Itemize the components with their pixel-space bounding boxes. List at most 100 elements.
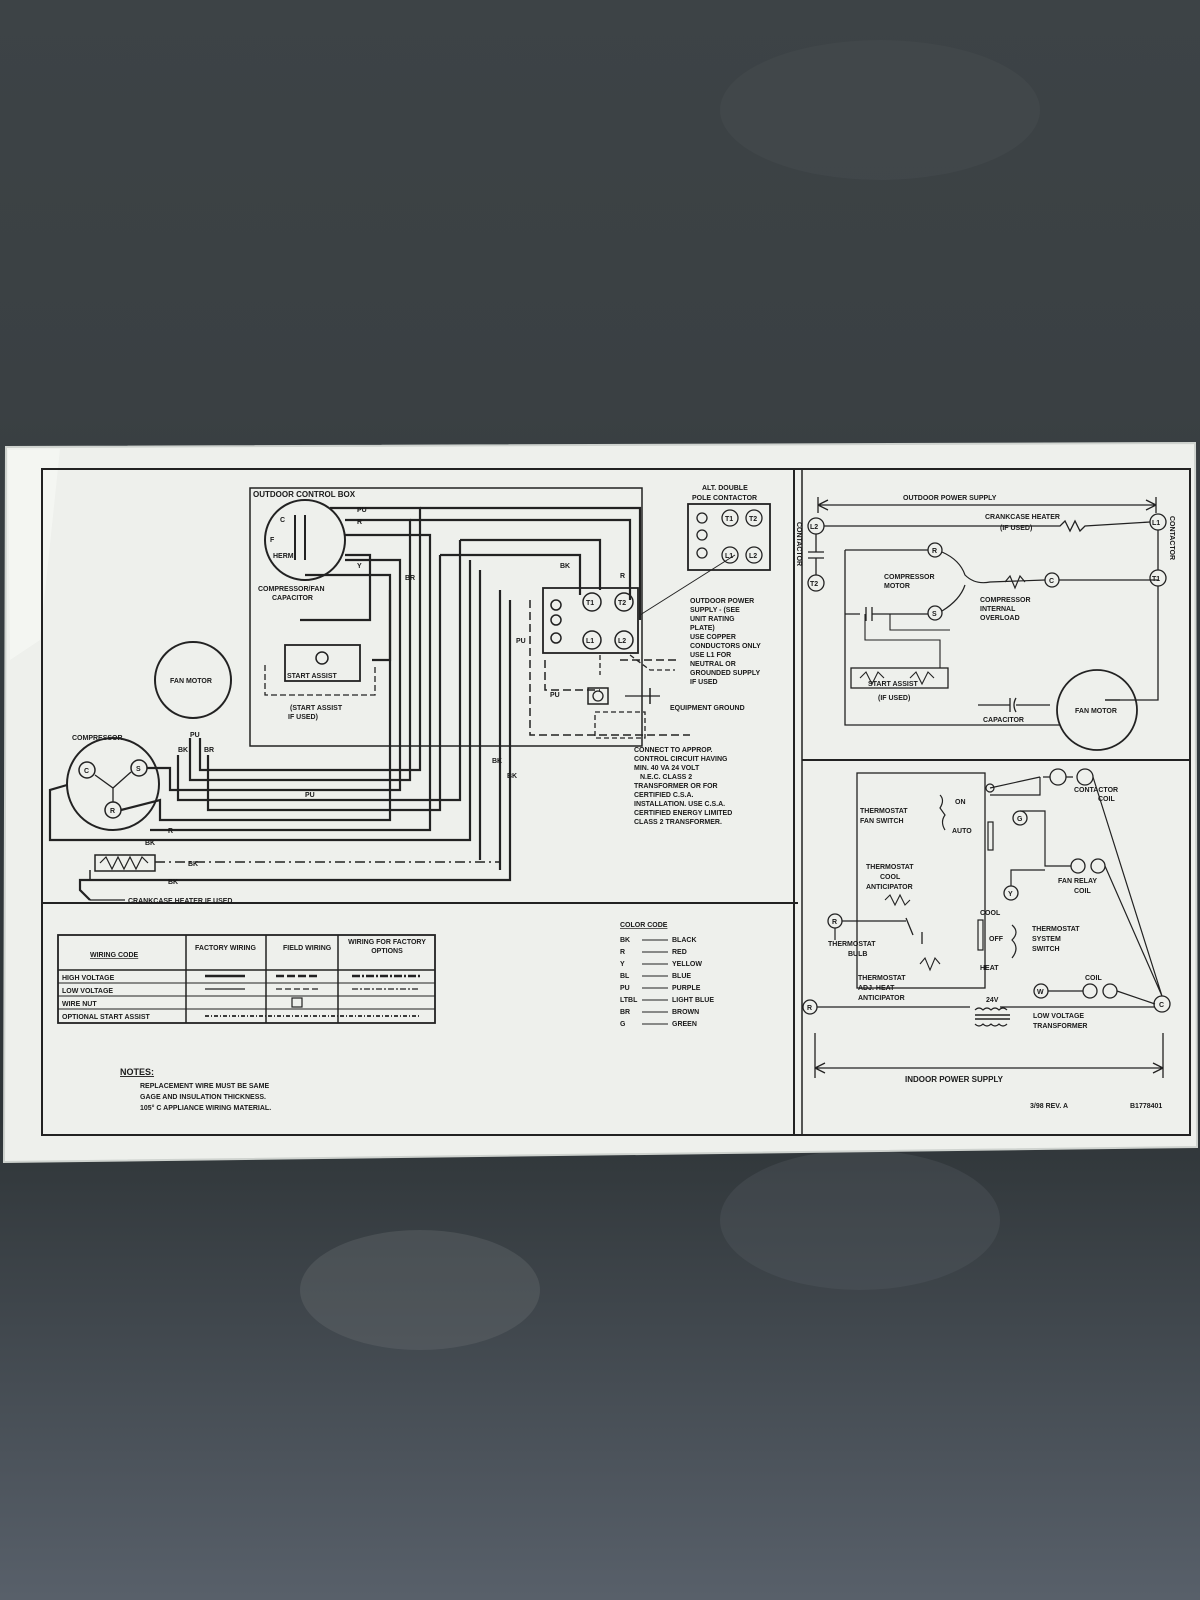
svg-text:ON: ON (955, 799, 966, 806)
contactor-vertical-right: CONTACTOR (1168, 516, 1175, 560)
wiring-code-table: WIRING CODE FACTORY WIRING FIELD WIRING … (57, 934, 436, 1024)
svg-text:BK: BK (178, 747, 188, 754)
svg-text:BK: BK (188, 861, 198, 868)
svg-text:LOW VOLTAGE: LOW VOLTAGE (1033, 1013, 1084, 1020)
svg-text:C: C (1049, 578, 1054, 585)
wire-nut-icon (291, 997, 303, 1008)
svg-text:OUTDOOR POWER: OUTDOOR POWER (690, 598, 754, 605)
svg-text:IF USED): IF USED) (288, 714, 318, 721)
control-circuit-note: CONNECT TO APPROP. CONTROL CIRCUIT HAVIN… (634, 747, 732, 826)
table-header: WIRING FOR FACTORY OPTIONS (348, 939, 426, 955)
table-header: FIELD WIRING (283, 945, 332, 952)
svg-text:POLE CONTACTOR: POLE CONTACTOR (692, 495, 757, 502)
svg-text:HEAT: HEAT (980, 965, 999, 972)
svg-text:BR: BR (204, 747, 214, 754)
svg-text:MOTOR: MOTOR (884, 583, 910, 590)
svg-text:R: R (932, 548, 937, 555)
svg-text:FAN RELAY: FAN RELAY (1058, 878, 1097, 885)
svg-text:COOL: COOL (880, 874, 901, 881)
svg-text:RED: RED (672, 949, 687, 956)
svg-text:PU: PU (305, 792, 315, 799)
svg-text:BK: BK (492, 758, 502, 765)
svg-text:GAGE AND INSULATION THICKNESS.: GAGE AND INSULATION THICKNESS. (140, 1094, 266, 1101)
svg-text:IF USED: IF USED (690, 679, 718, 686)
svg-text:R: R (832, 919, 837, 926)
svg-text:(IF USED): (IF USED) (1000, 525, 1032, 532)
start-assist-symbol (850, 667, 949, 689)
svg-text:R: R (110, 808, 115, 815)
svg-text:Y: Y (1008, 891, 1013, 898)
capacitor-symbol (264, 499, 346, 581)
svg-text:HERM: HERM (273, 553, 294, 560)
svg-text:PURPLE: PURPLE (672, 985, 701, 992)
indoor-power-supply-label: INDOOR POWER SUPPLY (905, 1075, 1004, 1084)
table-row-label: OPTIONAL START ASSIST (62, 1014, 150, 1021)
alt-contactor-box (687, 503, 771, 571)
svg-text:CONNECT TO APPROP.: CONNECT TO APPROP. (634, 747, 712, 754)
svg-text:L2: L2 (618, 638, 626, 645)
svg-text:CONDUCTORS ONLY: CONDUCTORS ONLY (690, 643, 761, 650)
svg-text:COMPRESSOR: COMPRESSOR (884, 574, 935, 581)
svg-text:BLUE: BLUE (672, 973, 691, 980)
svg-text:G: G (620, 1021, 626, 1028)
svg-text:OVERLOAD: OVERLOAD (980, 615, 1020, 622)
svg-text:CAPACITOR: CAPACITOR (983, 717, 1024, 724)
svg-text:UNIT RATING: UNIT RATING (690, 616, 735, 623)
svg-text:SYSTEM: SYSTEM (1032, 936, 1061, 943)
svg-text:BULB: BULB (848, 951, 867, 958)
svg-text:GREEN: GREEN (672, 1021, 697, 1028)
svg-text:N.E.C. CLASS 2: N.E.C. CLASS 2 (640, 774, 692, 781)
svg-text:24V: 24V (986, 997, 999, 1004)
right-bottom-schematic: THERMOSTAT FAN SWITCH ON AUTO G Y W R R … (802, 768, 1171, 1084)
svg-text:BL: BL (620, 973, 630, 980)
svg-text:C: C (84, 768, 89, 775)
notes: NOTES: REPLACEMENT WIRE MUST BE SAME GAG… (120, 1067, 271, 1112)
svg-text:USE COPPER: USE COPPER (690, 634, 736, 641)
svg-text:MIN. 40 VA 24 VOLT: MIN. 40 VA 24 VOLT (634, 765, 700, 772)
svg-text:Y: Y (620, 961, 625, 968)
svg-text:NOTES:: NOTES: (120, 1067, 154, 1077)
fan-motor-symbol-right (1056, 669, 1138, 751)
svg-text:T1: T1 (586, 600, 594, 607)
svg-text:PU: PU (190, 732, 200, 739)
svg-text:THERMOSTAT: THERMOSTAT (1032, 926, 1080, 933)
crankcase-heater-symbol (94, 854, 156, 872)
label-paper (2, 441, 1199, 1164)
ground-lug (587, 687, 609, 705)
svg-text:START ASSIST: START ASSIST (868, 681, 919, 688)
svg-text:THERMOSTAT: THERMOSTAT (860, 808, 908, 815)
svg-text:CONTACTOR: CONTACTOR (1074, 787, 1118, 794)
svg-text:C: C (280, 517, 285, 524)
table-row-label: LOW VOLTAGE (62, 988, 113, 995)
svg-text:TRANSFORMER: TRANSFORMER (1033, 1023, 1087, 1030)
svg-text:R: R (168, 828, 173, 835)
svg-text:OFF: OFF (989, 936, 1004, 943)
svg-text:S: S (932, 611, 937, 618)
svg-text:L1: L1 (725, 553, 733, 560)
svg-text:W: W (1037, 989, 1044, 996)
equipment-ground-label: EQUIPMENT GROUND (670, 705, 745, 712)
svg-text:BK: BK (145, 840, 155, 847)
svg-text:COIL: COIL (1074, 888, 1091, 895)
svg-text:PU: PU (516, 638, 526, 645)
revision-label: 3/98 REV. A (1030, 1103, 1068, 1110)
svg-text:(IF USED): (IF USED) (878, 695, 910, 702)
svg-text:BK: BK (620, 937, 630, 944)
svg-text:PU: PU (620, 985, 630, 992)
svg-text:CERTIFIED C.S.A.: CERTIFIED C.S.A. (634, 792, 694, 799)
svg-text:THERMOSTAT: THERMOSTAT (858, 975, 906, 982)
table-header: FACTORY WIRING (195, 945, 256, 952)
svg-text:CLASS 2 TRANSFORMER.: CLASS 2 TRANSFORMER. (634, 819, 722, 826)
svg-text:PU: PU (357, 507, 367, 514)
svg-text:105° C APPLIANCE WIRING MATERI: 105° C APPLIANCE WIRING MATERIAL. (140, 1104, 271, 1112)
svg-text:T2: T2 (749, 516, 757, 523)
fan-motor-label: FAN MOTOR (170, 678, 212, 685)
svg-text:T2: T2 (810, 581, 818, 588)
svg-text:COLOR CODE: COLOR CODE (620, 922, 668, 929)
svg-text:R: R (620, 573, 625, 580)
svg-text:R: R (620, 949, 625, 956)
svg-text:LIGHT BLUE: LIGHT BLUE (672, 997, 714, 1004)
contactor-block (542, 587, 639, 654)
